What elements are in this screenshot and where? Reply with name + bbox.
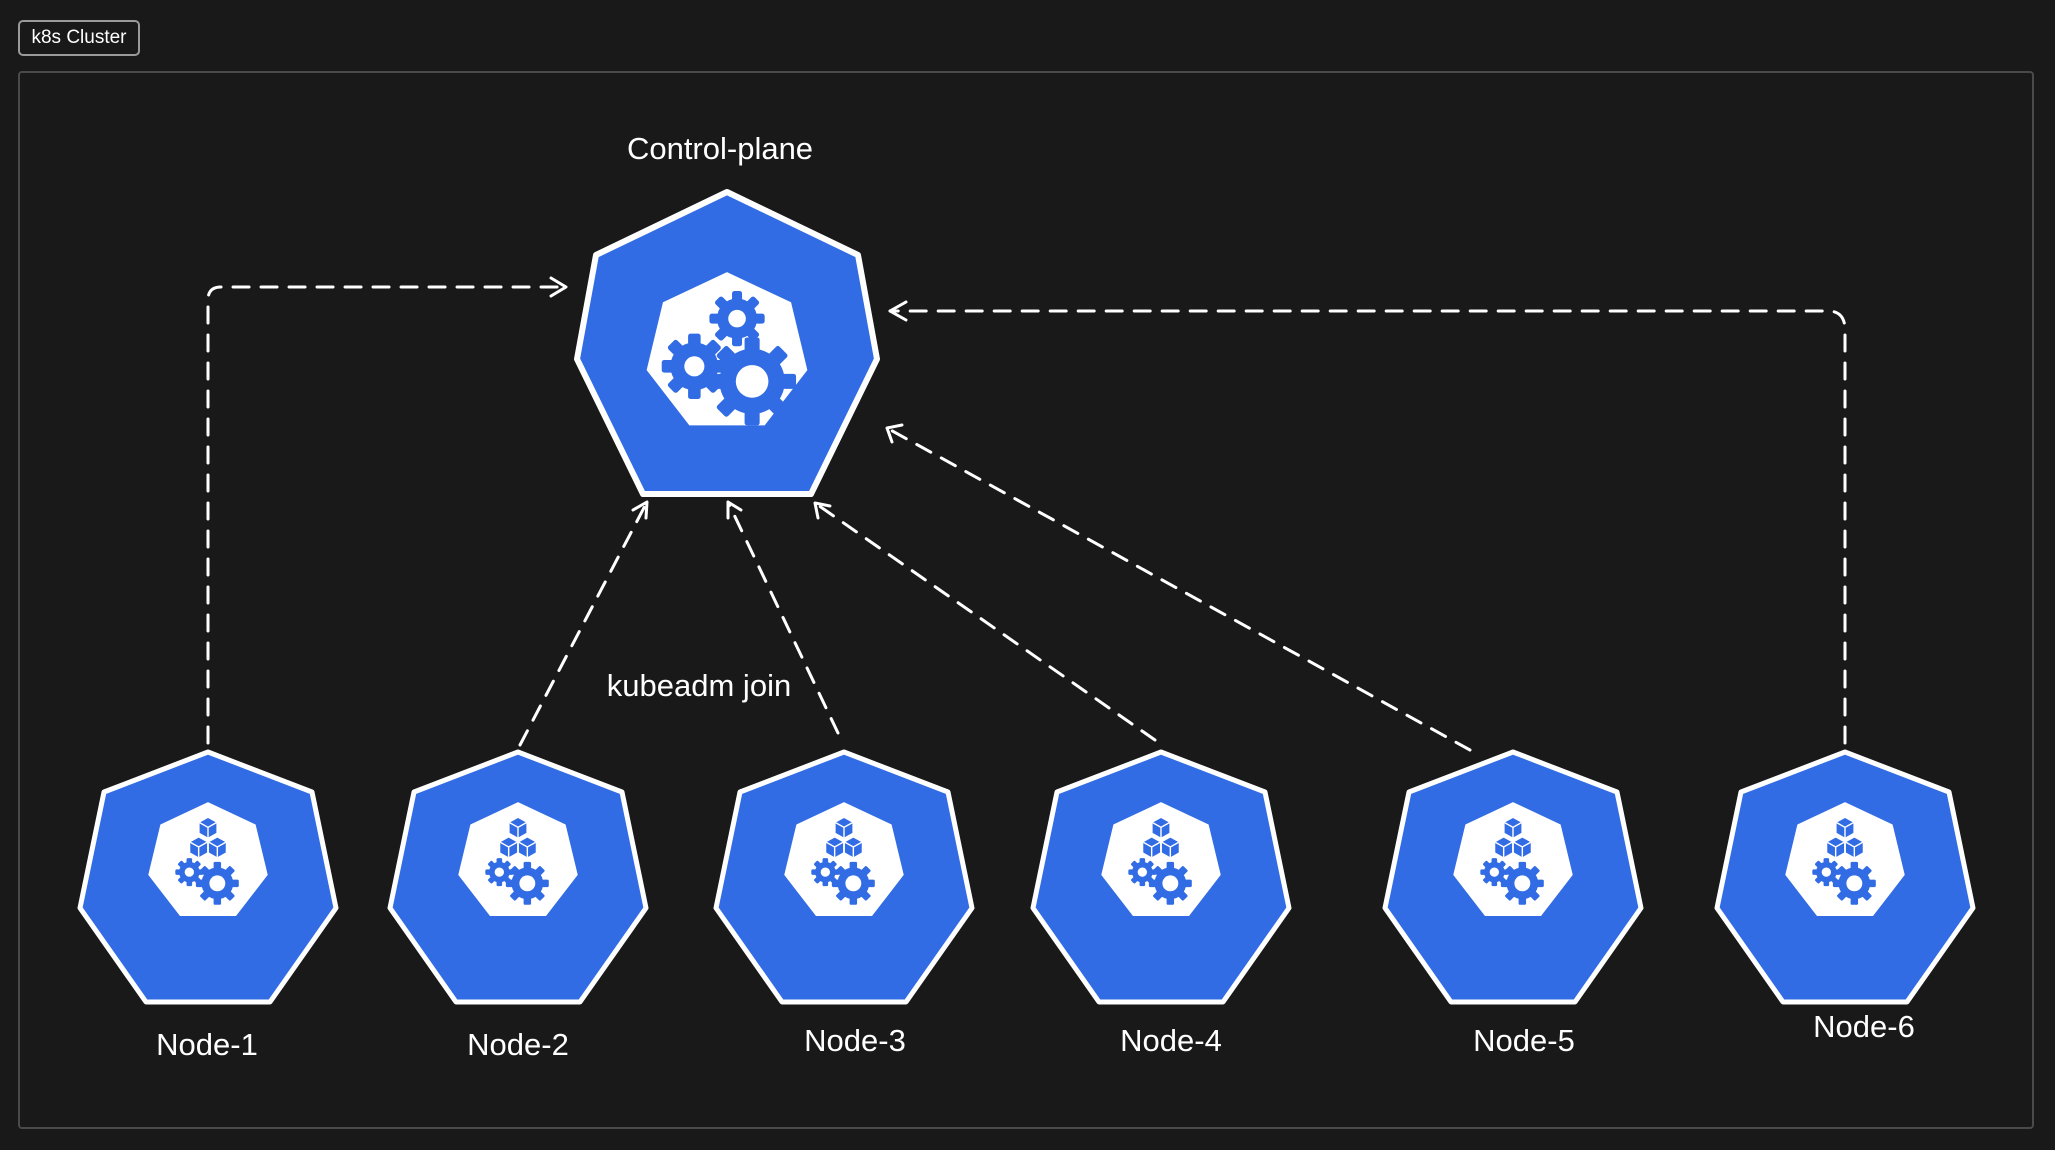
worker-node-2 (387, 749, 649, 1005)
node-label-5: Node-5 (1473, 1023, 1575, 1058)
node-label-4: Node-4 (1120, 1023, 1222, 1058)
arrow-node-6 (888, 309, 1847, 745)
node-label-6: Node-6 (1813, 1009, 1915, 1044)
worker-node-3 (713, 749, 975, 1005)
control-plane-label: Control-plane (626, 131, 814, 166)
arrow-node-3 (726, 500, 840, 735)
worker-node-4 (1030, 749, 1292, 1005)
worker-node-6 (1714, 749, 1976, 1005)
node-label-2: Node-2 (467, 1027, 569, 1062)
worker-node-5 (1382, 749, 1644, 1005)
arrow-node-1 (206, 285, 567, 745)
arrowhead-node-2 (631, 500, 649, 520)
cluster-tag: k8s Cluster (18, 20, 140, 56)
node-label-3: Node-3 (804, 1023, 906, 1058)
arrow-node-2 (518, 500, 649, 747)
node-label-1: Node-1 (156, 1027, 258, 1062)
control-plane-node (574, 189, 880, 497)
arrow-node-5 (885, 426, 1472, 752)
join-label: kubeadm join (606, 668, 792, 703)
arrowhead-node-3 (726, 500, 743, 520)
arrowhead-node-5 (885, 423, 904, 444)
worker-node-1 (77, 749, 339, 1005)
arrow-node-4 (813, 501, 1157, 742)
arrowhead-node-1 (549, 276, 568, 298)
cluster-frame (18, 71, 2034, 1129)
arrowhead-node-4 (813, 501, 832, 520)
arrowhead-node-6 (888, 300, 908, 322)
